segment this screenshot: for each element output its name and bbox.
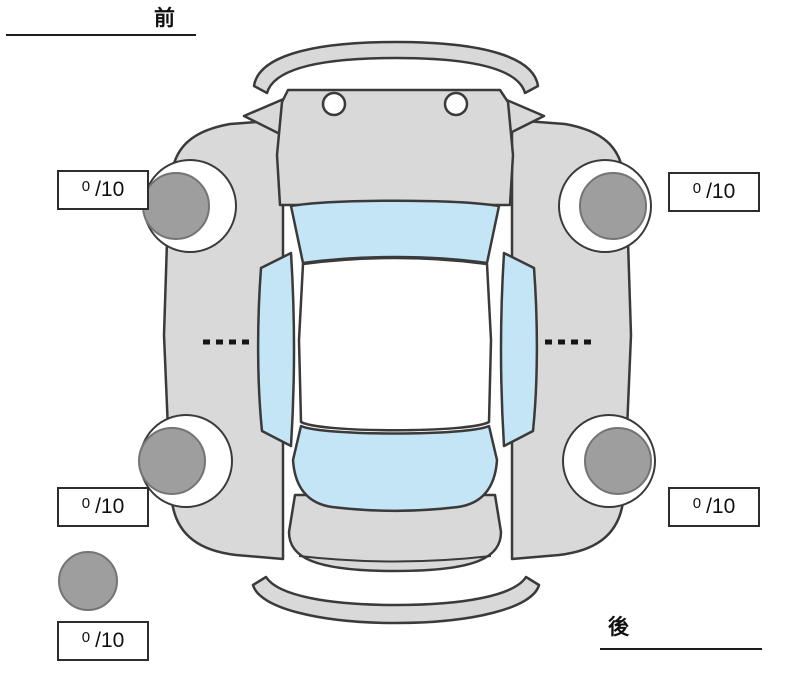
windshield xyxy=(289,199,501,265)
tread-score-value: 0 xyxy=(81,177,91,195)
tread-score-spare: 0 /10 xyxy=(57,621,149,661)
front-label: 前 xyxy=(154,7,175,30)
hood xyxy=(275,88,515,207)
tire-spare xyxy=(58,551,118,611)
hood-marker-left xyxy=(321,91,347,117)
rear-window xyxy=(291,424,499,512)
tread-score-denominator: /10 xyxy=(706,180,736,203)
tire-front-left xyxy=(142,172,210,240)
tread-score-front-right: 0 /10 xyxy=(668,172,760,212)
front-bumper xyxy=(252,40,540,95)
rear-label: 後 xyxy=(608,616,629,639)
tread-score-value: 0 xyxy=(692,494,702,512)
tread-score-front-left: 0 /10 xyxy=(57,170,149,210)
roof xyxy=(297,256,493,432)
tread-score-value: 0 xyxy=(81,494,91,512)
front-underline xyxy=(6,34,196,36)
tread-score-denominator: /10 xyxy=(95,178,125,201)
tread-score-denominator: /10 xyxy=(706,495,736,518)
side-window-right xyxy=(499,251,539,448)
tread-score-value: 0 xyxy=(81,628,91,646)
side-window-left xyxy=(256,251,296,448)
tread-score-value: 0 xyxy=(692,179,702,197)
tire-front-right xyxy=(579,172,647,240)
trunk xyxy=(287,493,503,573)
tread-score-denominator: /10 xyxy=(95,495,125,518)
tread-score-rear-left: 0 /10 xyxy=(57,487,149,527)
tire-rear-left xyxy=(138,427,206,495)
trunk-lid-line xyxy=(298,555,492,563)
tire-rear-right xyxy=(584,427,652,495)
tread-score-rear-right: 0 /10 xyxy=(668,487,760,527)
rear-bumper xyxy=(251,575,541,625)
hood-marker-right xyxy=(443,91,469,117)
rear-underline xyxy=(600,648,762,650)
tread-score-denominator: /10 xyxy=(95,629,125,652)
